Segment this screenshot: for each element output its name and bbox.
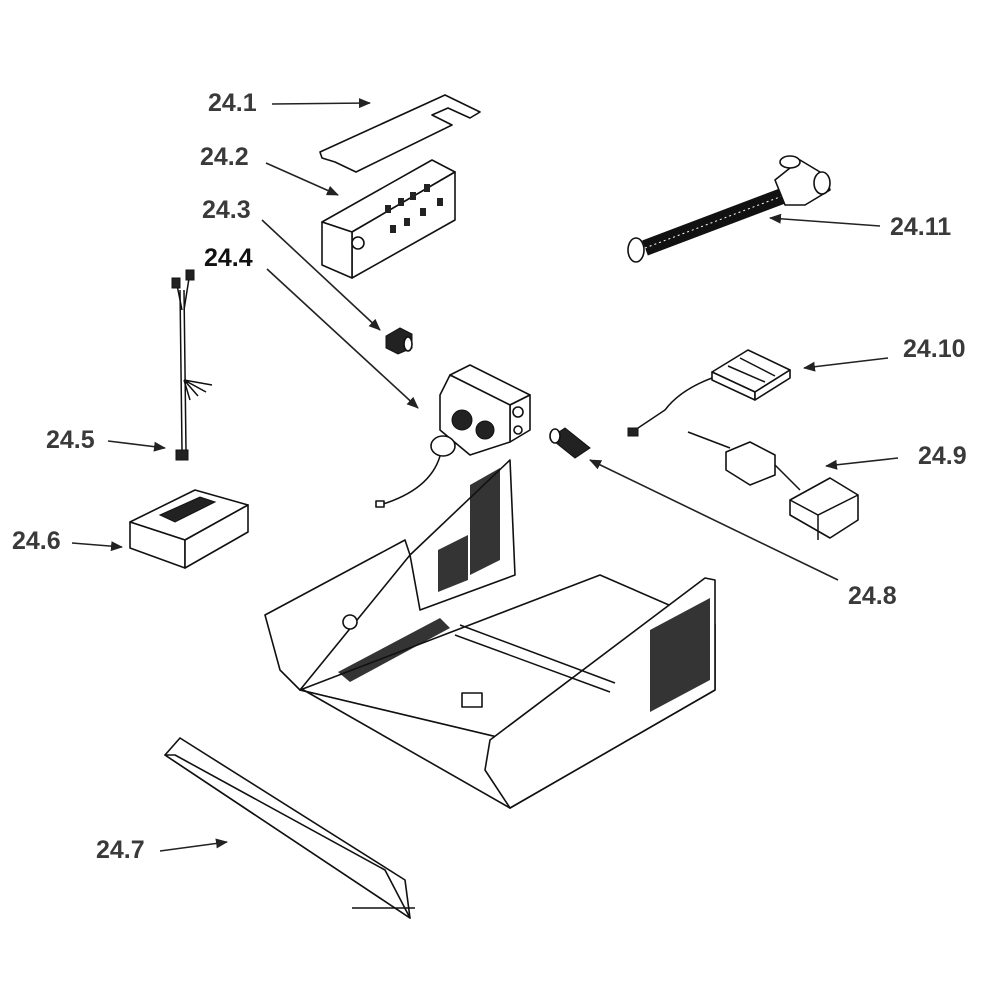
arrow-24-3	[261, 219, 381, 331]
callout-24-10: 24.10	[903, 335, 966, 363]
callout-24-11: 24.11	[890, 213, 952, 241]
part-24-1-cover-plate	[319, 94, 481, 173]
callout-24-2: 24.2	[200, 143, 249, 171]
arrow-24-5	[107, 440, 166, 452]
arrow-24-6	[71, 541, 123, 552]
part-24-8-fitting	[549, 427, 591, 459]
arrow-24-2	[265, 162, 339, 196]
callout-24-3: 24.3	[202, 196, 251, 224]
part-24-9-power-adapter	[687, 431, 859, 540]
part-24-4-gas-valve	[375, 364, 531, 508]
leader-arrows	[71, 98, 899, 852]
callout-24-5: 24.5	[46, 426, 95, 454]
arrow-24-9	[825, 457, 899, 470]
callout-24-4: 24.4	[204, 244, 253, 272]
part-24-5-wire-harness	[171, 269, 213, 461]
part-24-11-gas-hose	[627, 155, 831, 263]
part-24-7-front-trim	[164, 737, 415, 919]
arrow-24-11	[769, 213, 881, 227]
arrow-24-7	[159, 838, 228, 852]
part-24-6-control-board	[129, 489, 249, 569]
part-24-3-fitting	[385, 327, 413, 355]
arrow-24-1	[271, 98, 371, 109]
arrow-24-4	[266, 268, 419, 409]
part-24-10-battery-holder	[627, 349, 791, 437]
callout-24-8: 24.8	[848, 582, 897, 610]
callout-24-1: 24.1	[208, 89, 257, 117]
arrow-24-8	[589, 459, 839, 581]
callout-24-6: 24.6	[12, 527, 61, 555]
callout-24-9: 24.9	[918, 442, 967, 470]
callout-24-7: 24.7	[96, 836, 145, 864]
part-24-2-control-module	[321, 159, 456, 279]
arrow-24-10	[803, 357, 889, 372]
part-chassis-tray	[264, 459, 716, 809]
